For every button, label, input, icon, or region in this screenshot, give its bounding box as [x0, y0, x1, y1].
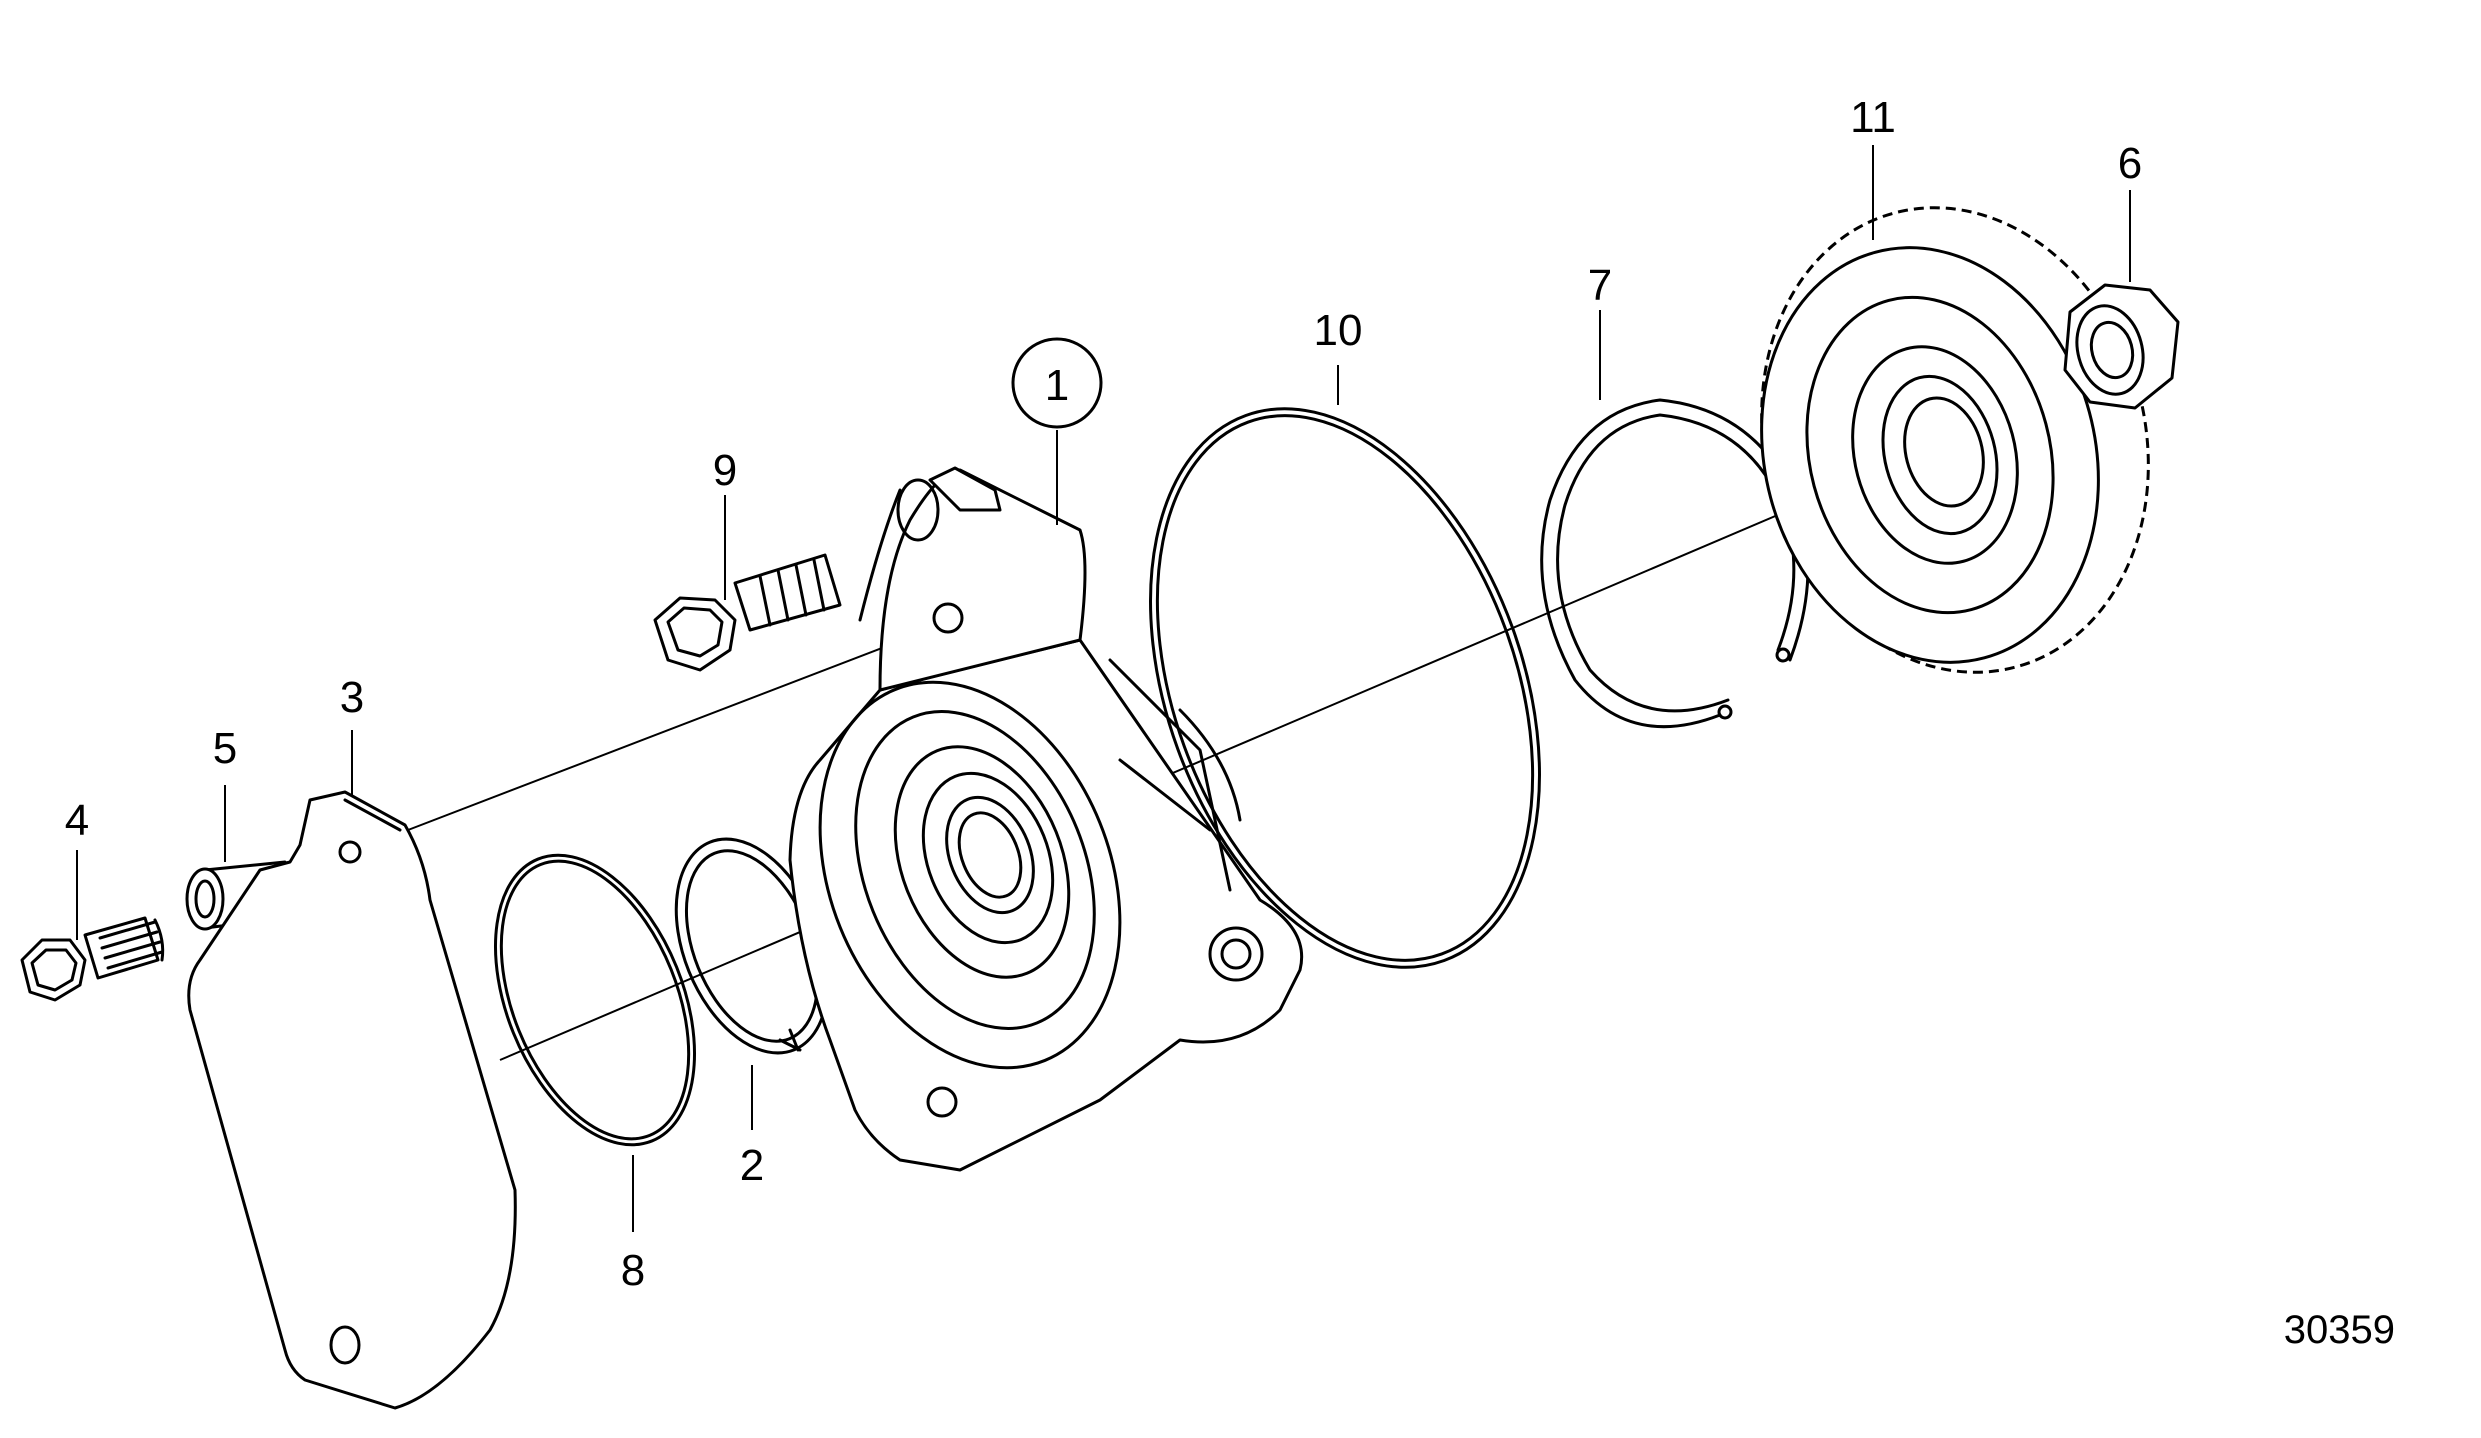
- part-6-hex-nut: [2063, 283, 2180, 410]
- callout-leaders: [76, 145, 2131, 1232]
- callout-7-label: 7: [1588, 261, 1612, 310]
- part-9-flange-bolt: [653, 553, 842, 672]
- callout-6-label: 6: [2118, 139, 2142, 188]
- callout-1: 1: [1011, 337, 1103, 429]
- part-10-o-ring: [1149, 407, 1541, 969]
- drawing-number: 30359: [2284, 1308, 2395, 1352]
- callout-1-label: 1: [1045, 361, 1069, 410]
- part-3-cover-plate: [187, 790, 517, 1410]
- callout-9-label: 9: [713, 446, 737, 495]
- callout-10-label: 10: [1314, 306, 1363, 355]
- callout-8-label: 8: [621, 1246, 645, 1295]
- part-4-flange-bolt: [20, 916, 165, 1002]
- part-8-o-ring: [494, 853, 696, 1147]
- callout-2-label: 2: [740, 1141, 764, 1190]
- part-11-gear: [1760, 206, 2150, 674]
- callout-4-label: 4: [65, 796, 89, 845]
- callout-3-label: 3: [340, 673, 364, 722]
- part-1-pump-housing: [788, 466, 1304, 1172]
- callout-11-label: 11: [1850, 93, 1896, 142]
- callout-5-label: 5: [213, 724, 237, 773]
